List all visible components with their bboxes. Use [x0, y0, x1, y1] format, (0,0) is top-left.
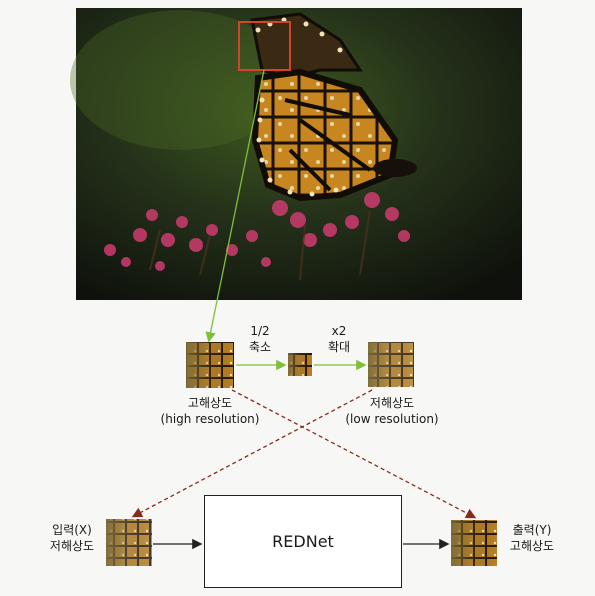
model-name: REDNet — [272, 532, 334, 551]
patch-low-res — [368, 342, 414, 387]
dashed-arrow-hr-to-output — [231, 389, 477, 519]
rednet-model-box: REDNet — [204, 495, 402, 588]
lr-label-english: (low resolution) — [345, 412, 439, 426]
crop-box — [238, 21, 291, 71]
patch-output — [451, 520, 497, 566]
patch-input — [106, 519, 152, 566]
patch-high-res — [186, 342, 234, 388]
upscale-ratio: x2 — [331, 324, 347, 338]
output-label-line2: 고해상도 — [509, 539, 555, 553]
patch-downscaled — [288, 353, 312, 376]
lr-label-korean: 저해상도 — [369, 396, 415, 410]
dashed-arrow-lr-to-input — [131, 389, 373, 518]
downscale-ratio: 1/2 — [250, 324, 270, 338]
input-label-line1: 입력(X) — [52, 523, 92, 537]
flowers — [104, 192, 410, 281]
downscale-word: 축소 — [248, 340, 272, 354]
green-arrow — [205, 69, 265, 343]
upscale-word: 확대 — [327, 340, 351, 354]
hr-label-english: (high resolution) — [160, 412, 260, 426]
butterfly — [250, 12, 417, 202]
output-label-line1: 출력(Y) — [512, 523, 552, 537]
input-label-line2: 저해상도 — [49, 539, 95, 553]
hr-label-korean: 고해상도 — [187, 396, 233, 410]
